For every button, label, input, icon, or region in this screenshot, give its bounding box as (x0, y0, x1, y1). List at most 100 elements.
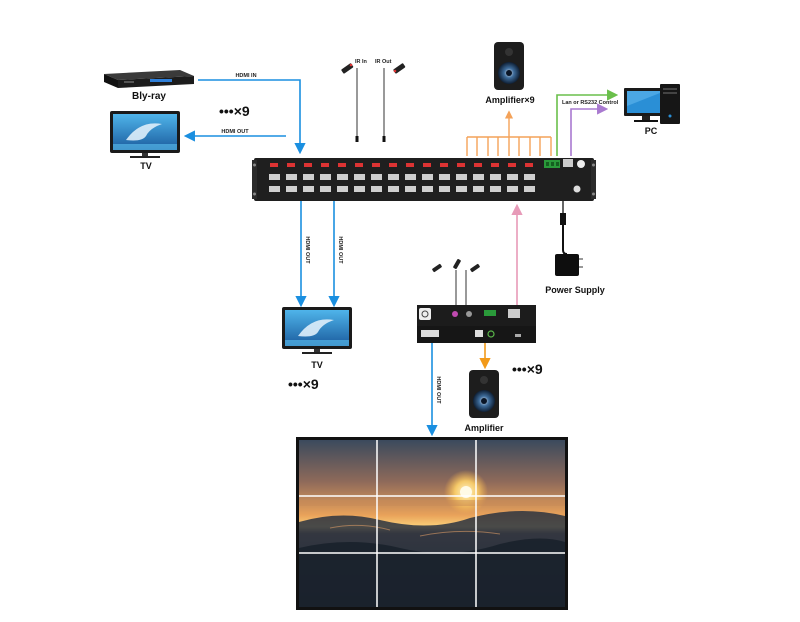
tv-dolphin-icon (110, 111, 180, 158)
hdmi-port (405, 186, 416, 192)
hdmi-port (269, 186, 280, 192)
speaker-icon (494, 42, 524, 90)
hdmi-port (286, 174, 297, 180)
video-wall (296, 437, 568, 610)
hdmi-port (507, 186, 518, 192)
power-button (577, 160, 585, 168)
amplifier-bottom: Amplifier (464, 370, 504, 433)
desktop-pc-icon (624, 84, 680, 124)
power-jack (573, 185, 581, 193)
hdmi-out-to-tv-connection: HDMI OUT HDMI OUT (295, 201, 343, 308)
hdmi-port (388, 186, 399, 192)
receiver-device (417, 305, 536, 343)
hdmi-port (354, 186, 365, 192)
hdmi-port (456, 186, 467, 192)
multiplier-right: •••×9 (512, 361, 543, 377)
hdmi-port (439, 174, 450, 180)
ir-led (304, 163, 312, 167)
amplifier-top-label: Amplifier×9 (485, 95, 534, 105)
hdmi-in-label: HDMI IN (235, 73, 256, 79)
ir-in: IR In (341, 59, 368, 142)
hdmi-out-top-label: HDMI OUT (221, 129, 249, 135)
ir-led (321, 163, 329, 167)
hdmi-port (286, 186, 297, 192)
ir-led (491, 163, 499, 167)
amplifier-bottom-label: Amplifier (464, 423, 504, 433)
ir-led (372, 163, 380, 167)
hdmi-port (524, 174, 535, 180)
hdmi-port (337, 174, 348, 180)
hdmi-out-left1-label: HDMI OUT (304, 236, 310, 264)
hdmi-port (303, 186, 314, 192)
bluray-label: Bly-ray (132, 91, 166, 102)
power-adapter-icon (555, 254, 583, 276)
hdmi-in-connection: HDMI IN (198, 73, 306, 155)
phoenix-terminal (544, 160, 560, 168)
ir-emitter-icon (393, 63, 406, 74)
amplifier-top: Amplifier×9 (485, 42, 535, 105)
hdmi-port (473, 174, 484, 180)
hdmi-port (422, 186, 433, 192)
hdmi-port (507, 174, 518, 180)
ir-led (406, 163, 414, 167)
ir-led (287, 163, 295, 167)
hdmi-port-array (269, 163, 535, 192)
hdmi-port (405, 174, 416, 180)
power-supply-label: Power Supply (545, 285, 605, 295)
hdmi-port (303, 174, 314, 180)
lan-rs232-label: Lan or RS232 Control (562, 100, 619, 106)
hdmi-port (388, 174, 399, 180)
pc: PC (624, 84, 680, 136)
pc-label: PC (645, 126, 658, 136)
hdmi-port (371, 174, 382, 180)
ir-led (270, 163, 278, 167)
bluray-player-icon (104, 70, 194, 88)
tv-top-label: TV (140, 161, 152, 171)
bluray-player: Bly-ray (104, 70, 194, 102)
hdmi-port (422, 174, 433, 180)
hdmi-out-left2-label: HDMI OUT (337, 236, 343, 264)
tv-dolphin-icon (282, 307, 352, 354)
speaker-icon (469, 370, 499, 418)
hdmi-port (490, 174, 501, 180)
lan-rs232-connection: Lan or RS232 Control (556, 89, 619, 156)
multiplier-left: •••×9 (288, 376, 319, 392)
hdmi-out-top-connection: HDMI OUT (183, 129, 286, 142)
ir-led (338, 163, 346, 167)
hdmi-out-wall-label: HDMI OUT (435, 376, 441, 404)
ir-emitter-icon (341, 63, 354, 74)
hdmi-port (524, 186, 535, 192)
video-wall-grid (299, 440, 565, 607)
hdmi-port (490, 186, 501, 192)
hdmi-out-to-wall-connection: HDMI OUT (426, 343, 441, 437)
hdmi-port (269, 174, 280, 180)
hdmi-port (439, 186, 450, 192)
ir-led (389, 163, 397, 167)
ir-out-label: IR Out (375, 59, 392, 65)
matrix-switch (252, 158, 596, 201)
ir-led (474, 163, 482, 167)
hdmi-port (473, 186, 484, 192)
audio-out-connections (466, 110, 552, 156)
lan-port (563, 159, 573, 167)
hdmi-port (371, 186, 382, 192)
ir-led (525, 163, 533, 167)
tv-bottom: TV (282, 307, 352, 370)
ir-led (457, 163, 465, 167)
tv-bottom-label: TV (311, 360, 323, 370)
ir-in-label: IR In (355, 59, 368, 65)
hdmi-port (354, 174, 365, 180)
ir-emitter-icon (432, 259, 480, 273)
multiplier-top: •••×9 (219, 103, 250, 119)
receiver-ir (432, 259, 480, 306)
hdmi-port (456, 174, 467, 180)
tv-top: TV (110, 111, 180, 171)
hdmi-port (320, 186, 331, 192)
hdmi-port (320, 174, 331, 180)
ir-out: IR Out (375, 59, 406, 142)
ir-led (508, 163, 516, 167)
power-supply: Power Supply (545, 201, 605, 295)
ir-led (440, 163, 448, 167)
hdmi-port (337, 186, 348, 192)
